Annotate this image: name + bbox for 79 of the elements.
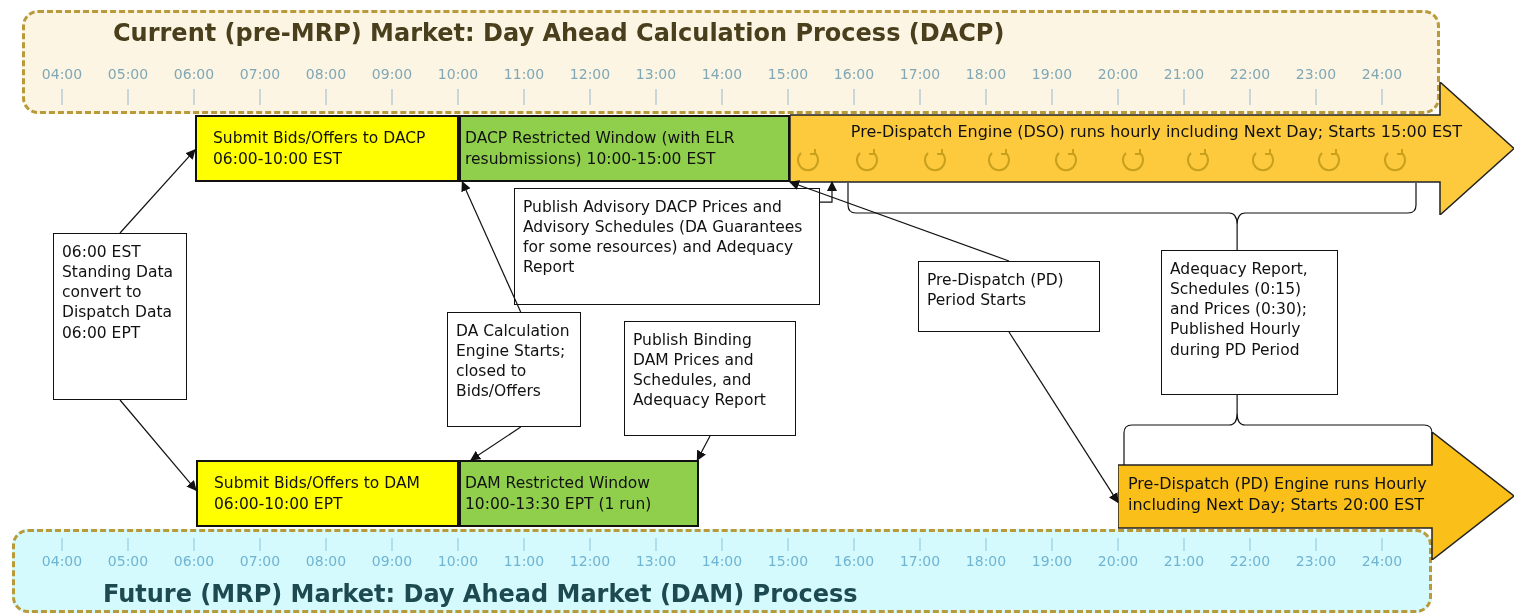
arrow-text: Pre-Dispatch Engine (DSO) runs hourly including Next Day; Starts 15:00 EST [850,122,1462,143]
time-label: 24:00 [1361,553,1403,569]
time-label: 19:00 [1031,66,1073,82]
arrow [119,149,196,234]
note-box [53,233,187,400]
note-text: Pre-Dispatch (PD) Period Starts [927,271,1064,310]
time-label: 09:00 [371,66,413,82]
arrow [470,426,522,461]
bracket-connector [847,182,1417,251]
note-box [918,261,1100,332]
note-text: Adequacy Report, Schedules (0:15) and Prices (0:30); Published Hourly during PD Period [1170,260,1308,359]
time-label: 24:00 [1361,66,1403,82]
arrow-text: Pre-Dispatch (PD) Engine runs Hourly including Next Day; Starts 20:00 EST [1128,474,1428,516]
arrow [119,399,197,491]
time-label: 11:00 [503,66,545,82]
note-box [514,188,820,305]
note-box [1161,250,1338,395]
time-label: 04:00 [41,66,83,82]
timeline-band [22,10,1440,114]
time-label: 14:00 [701,553,743,569]
time-label: 15:00 [767,66,809,82]
time-label: 18:00 [965,553,1007,569]
time-label: 21:00 [1163,553,1205,569]
time-label: 10:00 [437,66,479,82]
time-label: 06:00 [173,553,215,569]
phase-bar [459,460,699,527]
time-label: 08:00 [305,553,347,569]
phase-bar [459,115,790,182]
bar-text: DACP Restricted Window (with ELR resubmissions) 10:00-15:00 EST [465,128,736,169]
arrow [819,181,837,203]
time-label: 05:00 [107,553,149,569]
bar-text: DAM Restricted Window 10:00-13:30 EPT (1 run) [465,473,653,514]
time-label: 12:00 [569,66,611,82]
time-label: 07:00 [239,66,281,82]
note-text: Publish Advisory DACP Prices and Advisory Schedules (DA Guarantees for some resources) and Adequacy Report [523,198,803,277]
band-title: Current (pre-MRP) Market: Day Ahead Calculation Process (DACP) [113,19,1005,47]
time-label: 17:00 [899,553,941,569]
time-label: 05:00 [107,66,149,82]
band-title: Future (MRP) Market: Day Ahead Market (DAM) Process [103,580,858,608]
time-label: 14:00 [701,66,743,82]
timeline-band [12,529,1432,613]
note-box [624,321,796,436]
note-box [447,312,581,427]
time-label: 16:00 [833,553,875,569]
time-label: 17:00 [899,66,941,82]
time-label: 22:00 [1229,66,1271,82]
arrow [789,180,1010,262]
phase-bar [196,460,459,527]
arrow [696,435,711,461]
time-label: 16:00 [833,66,875,82]
time-label: 22:00 [1229,553,1271,569]
phase-banner [790,82,1514,215]
time-label: 10:00 [437,553,479,569]
time-label: 04:00 [41,553,83,569]
time-label: 13:00 [635,553,677,569]
time-label: 09:00 [371,553,413,569]
note-text: 06:00 EST Standing Data convert to Dispatch Data 06:00 EPT [62,243,173,342]
time-label: 23:00 [1295,553,1337,569]
arrow [461,181,522,313]
time-label: 19:00 [1031,553,1073,569]
time-label: 11:00 [503,553,545,569]
time-label: 06:00 [173,66,215,82]
time-label: 08:00 [305,66,347,82]
bracket-connector [1123,394,1433,466]
time-label: 12:00 [569,553,611,569]
time-label: 13:00 [635,66,677,82]
time-label: 20:00 [1097,553,1139,569]
time-label: 20:00 [1097,66,1139,82]
bar-text: Submit Bids/Offers to DACP 06:00-10:00 EST [213,128,427,169]
arrow [1008,331,1119,504]
note-text: Publish Binding DAM Prices and Schedules, and Adequacy Report [633,331,766,410]
note-text: DA Calculation Engine Starts; closed to Bids/Offers [456,322,570,401]
time-label: 15:00 [767,553,809,569]
bar-text: Submit Bids/Offers to DAM 06:00-10:00 EPT [214,473,421,514]
time-label: 07:00 [239,553,281,569]
time-label: 23:00 [1295,66,1337,82]
time-label: 18:00 [965,66,1007,82]
phase-bar [195,115,459,182]
time-label: 21:00 [1163,66,1205,82]
